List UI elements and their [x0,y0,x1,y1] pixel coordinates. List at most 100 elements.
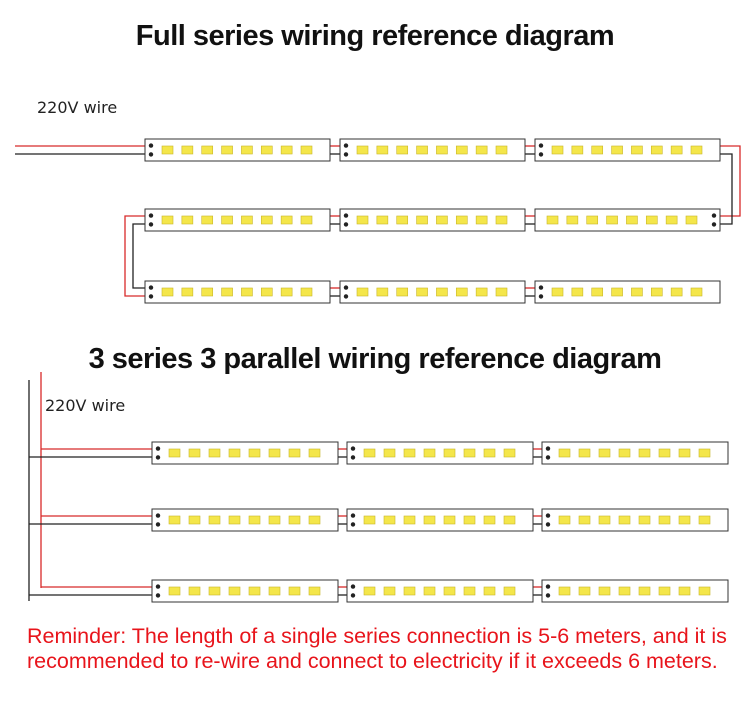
strip-body [151,579,339,603]
strip-body [144,208,331,232]
solder-pad [538,152,544,157]
series-parallel-wire-label: 220V wire [45,396,126,415]
loop-wire-red [124,215,145,297]
led-chip [188,586,201,596]
led-chip [436,215,448,225]
led-chip [228,515,241,525]
led-chip [161,287,174,297]
strip-body [541,441,729,465]
led-chip [208,586,221,596]
led-chip [475,145,488,155]
led-chip [241,215,253,225]
led-chip [678,586,691,596]
led-chip [463,586,476,596]
solder-pad [545,584,551,589]
solder-pad [545,522,551,527]
led-chip [463,515,476,525]
led-chip [665,215,678,225]
led-chip [631,287,643,297]
solder-pad [350,584,356,589]
led-chip [598,448,611,458]
led-chip [396,145,409,155]
full-series-title: Full series wiring reference diagram [135,20,615,52]
led-chip [631,145,643,155]
led-strip [151,579,339,603]
led-chip [495,287,508,297]
solder-pad [538,294,544,299]
solder-pad [545,455,551,460]
led-chip [503,515,516,525]
led-chip [690,145,703,155]
solder-pad [350,593,356,598]
solder-pad [155,593,161,598]
led-chip [678,448,691,458]
led-chip [260,215,273,225]
led-chip [638,515,651,525]
led-chip [638,586,651,596]
solder-pad [343,294,349,299]
led-chip [503,448,516,458]
led-chip [383,586,396,596]
solder-pad [343,222,349,227]
led-chip [221,215,233,225]
led-chip [586,215,599,225]
led-chip [168,586,181,596]
led-strip [144,138,331,162]
solder-pad [343,152,349,157]
led-chip [670,287,683,297]
led-chip [690,287,703,297]
led-chip [463,448,476,458]
led-chip [188,448,201,458]
led-chip [638,448,651,458]
led-chip [403,515,416,525]
led-chip [161,215,174,225]
solder-pad [148,222,154,227]
led-strip [346,579,534,603]
led-chip [618,586,631,596]
led-chip [268,448,281,458]
led-chip [280,287,293,297]
led-chip [241,287,253,297]
led-chip [443,586,456,596]
led-chip [571,145,584,155]
led-chip [221,145,233,155]
strip-body [339,280,526,304]
led-chip [685,215,698,225]
solder-pad [350,455,356,460]
led-chip [443,448,456,458]
led-chip [455,287,468,297]
led-strip [534,280,721,304]
led-chip [403,448,416,458]
led-chip [201,215,214,225]
led-chip [591,145,604,155]
loop-wire-black [132,223,145,289]
led-chip [208,515,221,525]
led-chip [260,287,273,297]
led-chip [416,287,428,297]
led-chip [248,586,261,596]
led-chip [423,586,436,596]
led-strip [534,138,721,162]
led-chip [475,287,488,297]
solder-pad [350,513,356,518]
led-strip [144,280,331,304]
led-chip [300,287,313,297]
led-chip [483,586,496,596]
led-chip [483,515,496,525]
solder-pad [538,285,544,290]
led-chip [578,515,591,525]
strip-body [151,508,339,532]
led-chip [268,586,281,596]
led-chip [181,287,194,297]
led-chip [698,448,711,458]
led-chip [495,215,508,225]
led-chip [201,145,214,155]
led-chip [658,448,671,458]
led-chip [475,215,488,225]
led-chip [241,145,253,155]
solder-pad [350,446,356,451]
led-chip [201,287,214,297]
led-chip [300,145,313,155]
led-chip [280,145,293,155]
